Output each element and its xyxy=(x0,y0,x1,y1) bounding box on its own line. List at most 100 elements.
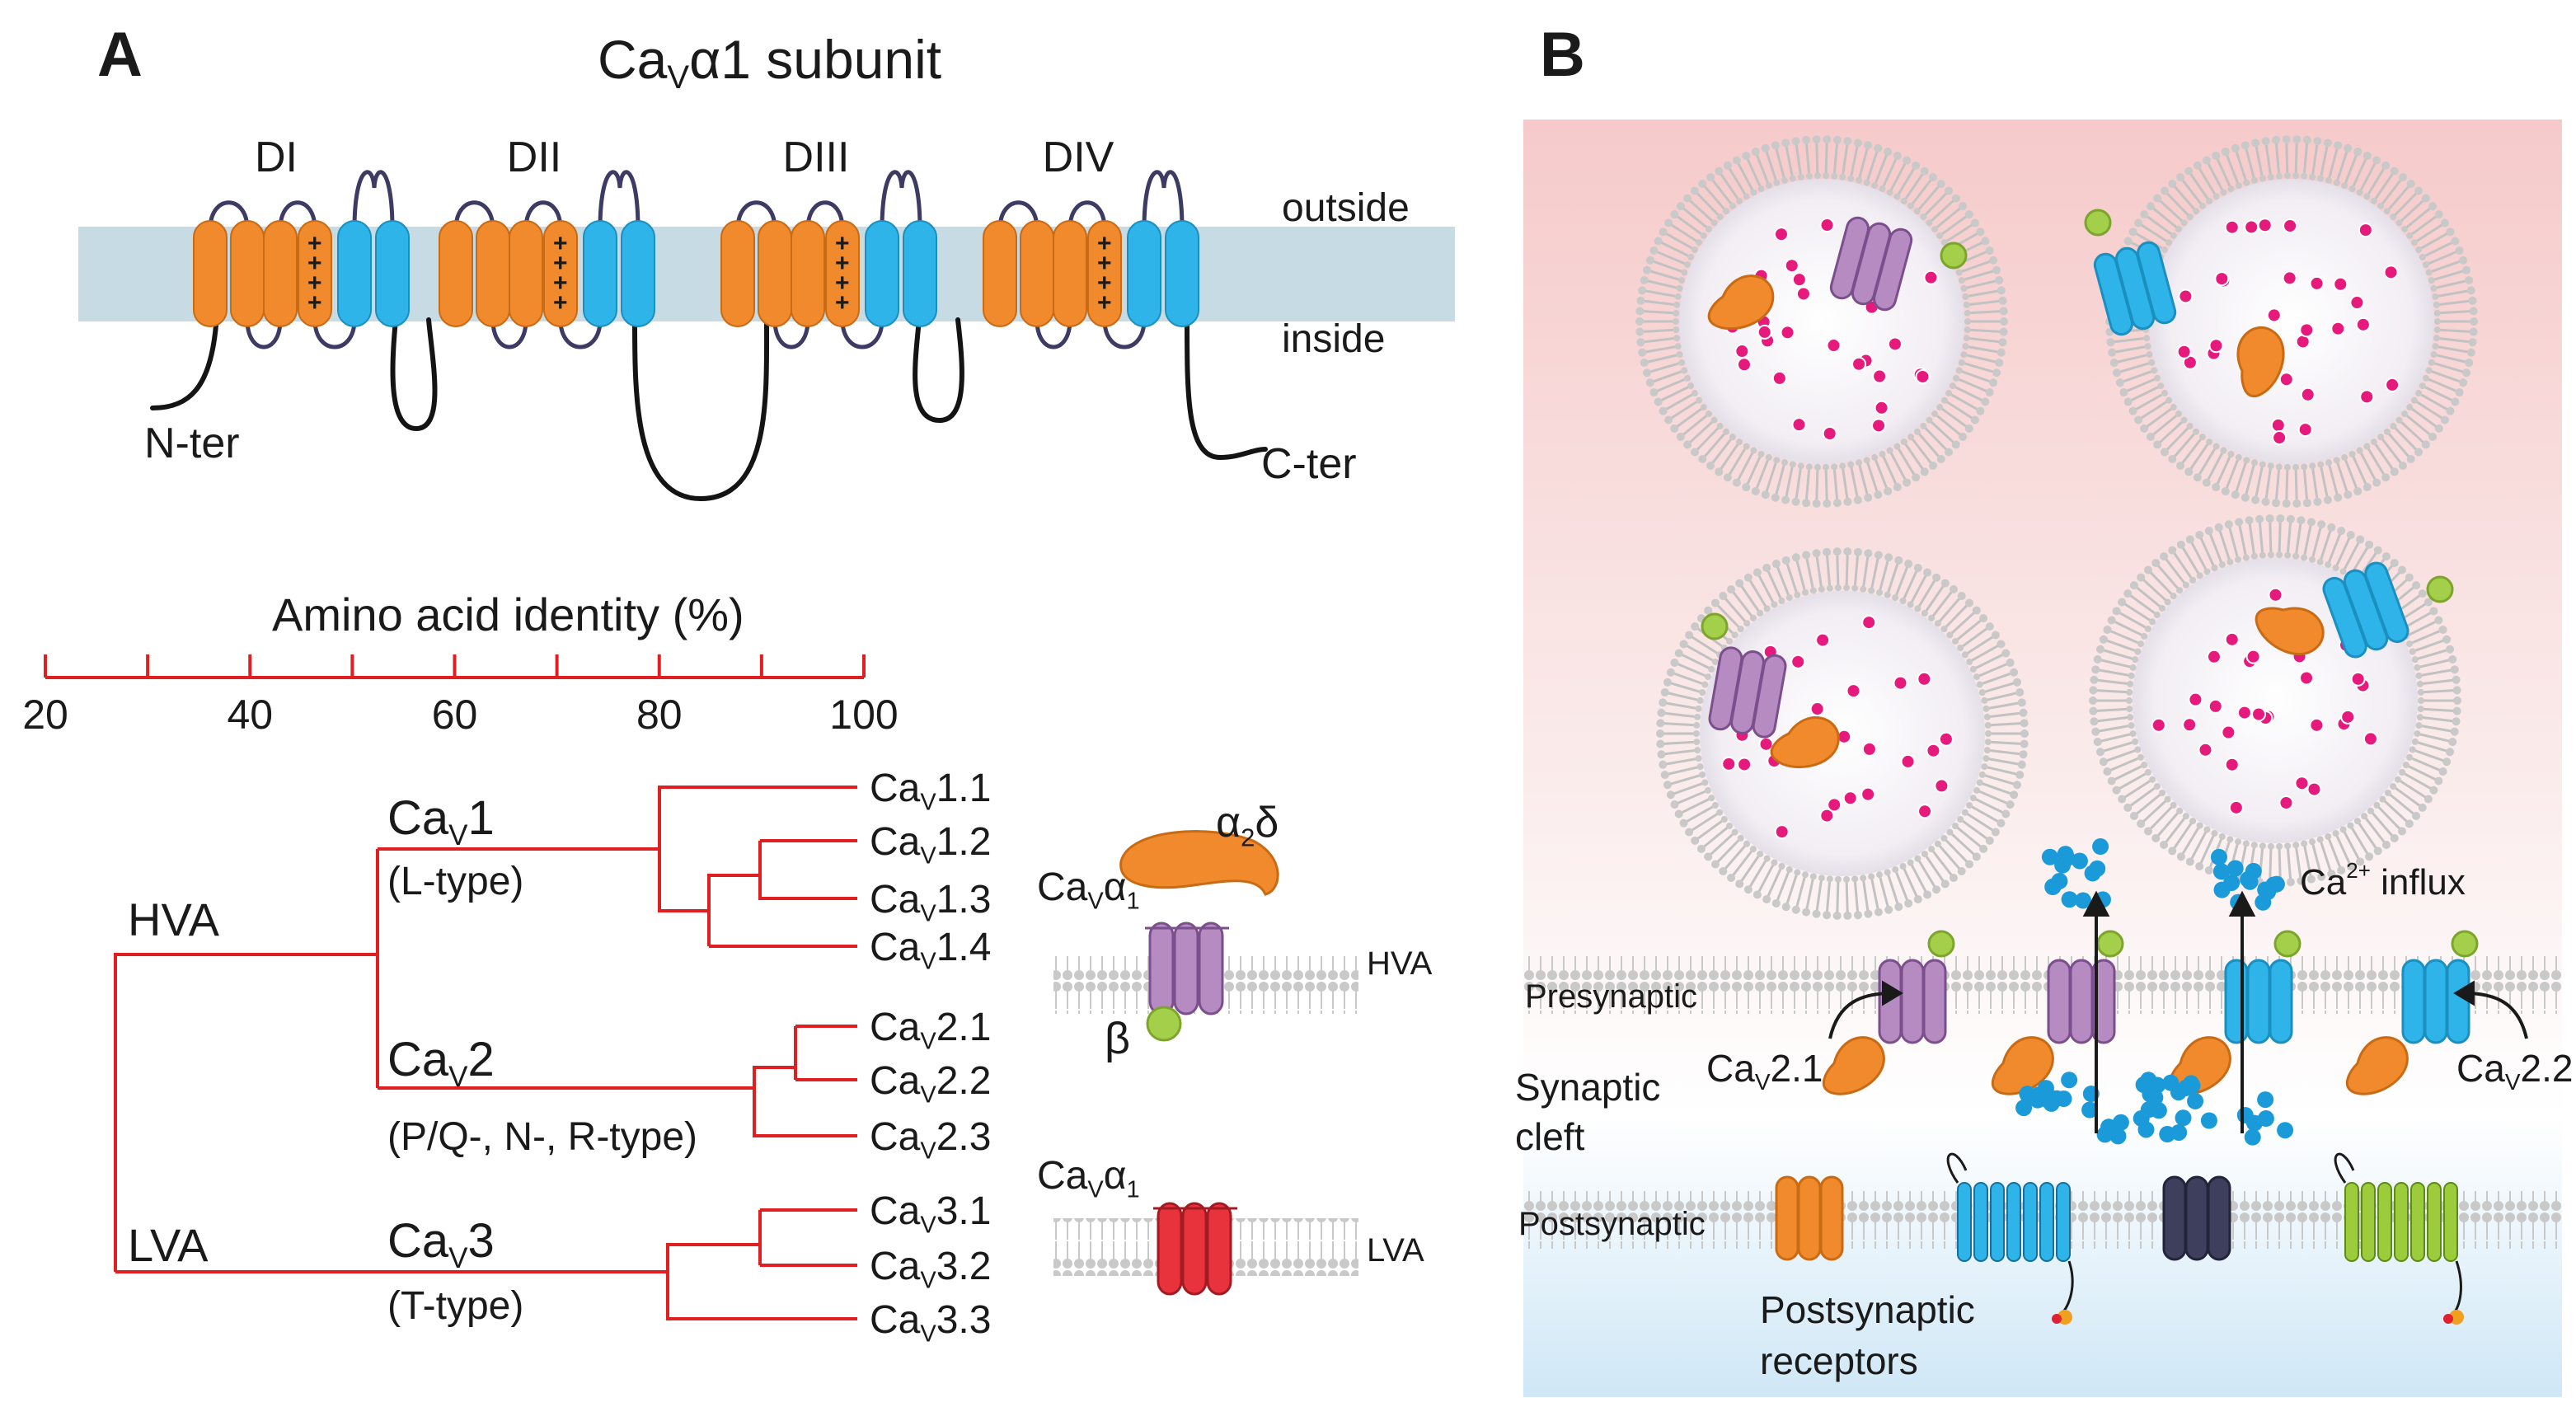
domain-diii: ++++DIII xyxy=(720,134,937,349)
leaf-label: CaV1.4 xyxy=(870,926,991,975)
domain-di: ++++DI xyxy=(193,134,410,349)
ca-influx-label: Ca2+ influx xyxy=(2300,858,2466,903)
postsynaptic-receptor-blue xyxy=(1946,1152,2074,1325)
presynaptic-channel-2 xyxy=(2047,959,2116,1044)
alpha2delta-green-1 xyxy=(1940,242,1968,270)
segment-s5 xyxy=(337,220,372,327)
alpha2delta-green-pre xyxy=(2451,930,2479,958)
panel-b-label: B xyxy=(1540,20,1585,90)
leaf-label: CaV1.2 xyxy=(870,820,991,870)
postsynaptic-receptor-orange xyxy=(1775,1175,1844,1261)
segment-s5 xyxy=(583,220,617,327)
svg-text:+: + xyxy=(553,250,568,277)
hva-scheme-label: HVA xyxy=(1367,945,1433,982)
leaf-label: CaV3.2 xyxy=(870,1245,991,1294)
axis-tick-label: 80 xyxy=(636,692,683,738)
presynaptic-label: Presynaptic xyxy=(1525,978,1697,1015)
alpha1-label-hva: CaVα1 xyxy=(1037,865,1140,915)
leaf-label: CaV2.3 xyxy=(870,1115,991,1165)
termini-loops xyxy=(150,317,1268,502)
segment-s4 xyxy=(825,220,860,327)
segment-s2 xyxy=(758,220,792,327)
domain-label: DIII xyxy=(783,134,850,181)
family-type-3: (T-type) xyxy=(387,1284,523,1328)
domain-groups: ++++DI++++DII++++DIII++++DIV xyxy=(193,134,1199,349)
segment-s6 xyxy=(621,220,655,327)
segment-s1 xyxy=(720,220,755,327)
domain-loops xyxy=(997,170,1185,349)
segment-s1 xyxy=(439,220,473,327)
inside-label: inside xyxy=(1282,317,1385,361)
subunit-title: CaVα1 subunit xyxy=(598,29,941,96)
segment-s2 xyxy=(230,220,265,327)
domain-label: DII xyxy=(507,134,561,181)
segment-s3 xyxy=(1053,220,1087,327)
tree-branch xyxy=(753,1088,857,1137)
postsynaptic-receptor-dark xyxy=(2162,1175,2231,1261)
voltage-sensor-charges: ++++ xyxy=(307,230,322,317)
domain-dii: ++++ DII xyxy=(439,134,655,349)
alpha2delta-green-3 xyxy=(1701,612,1729,640)
alpha2delta-green-4 xyxy=(2426,575,2454,603)
segment-s5 xyxy=(1127,220,1161,327)
alpha2delta-green-pre xyxy=(1927,930,1955,958)
svg-text:+: + xyxy=(307,289,322,317)
dendrogram xyxy=(114,786,857,1320)
segment-s6 xyxy=(903,220,937,327)
segment-s6 xyxy=(375,220,410,327)
beta-label: β xyxy=(1105,1014,1130,1063)
panel-a-label: A xyxy=(97,20,143,90)
svg-text:+: + xyxy=(553,230,568,257)
vesicle-channel-purple-1 xyxy=(1829,216,1913,312)
presynaptic-channel-4 xyxy=(2401,959,2470,1044)
segment-s4 xyxy=(298,220,332,327)
leaf-label: CaV1.1 xyxy=(870,767,991,816)
hva-label: HVA xyxy=(128,893,220,945)
vesicle-membrane xyxy=(1656,547,2029,920)
domain-label: DIV xyxy=(1043,134,1114,181)
presynaptic-membrane xyxy=(1523,956,2562,1014)
alpha2delta-label: α2δ xyxy=(1216,799,1279,851)
domain-loops xyxy=(453,170,640,349)
vesicle-channel-blue-2 xyxy=(2322,561,2409,659)
vesicle-2 xyxy=(2105,135,2478,508)
leaf-label: CaV2.1 xyxy=(870,1006,991,1055)
axis-tick-label: 100 xyxy=(829,692,898,738)
presynaptic-channel-1 xyxy=(1878,959,1947,1044)
leaf-label: CaV3.1 xyxy=(870,1189,991,1239)
tree-branch xyxy=(378,786,857,851)
svg-text:+: + xyxy=(1097,250,1112,277)
lva-alpha1-channel xyxy=(1153,1202,1237,1296)
beta-orange-3 xyxy=(1770,716,1840,769)
family-label-1: CaV1 xyxy=(387,791,495,851)
family-type-1: (L-type) xyxy=(387,860,523,903)
svg-text:+: + xyxy=(835,250,850,277)
vesicle-3 xyxy=(1656,547,2029,920)
svg-text:+: + xyxy=(1097,289,1112,317)
tree-branch xyxy=(114,953,378,1272)
axis-tick-label: 60 xyxy=(432,692,478,738)
hva-alpha1-channel xyxy=(1145,922,1229,1015)
cav22-label: CaV2.2 xyxy=(2456,1047,2573,1095)
vesicle-1 xyxy=(1635,135,2008,508)
voltage-sensor-charges: ++++ xyxy=(1097,230,1112,317)
segment-s2 xyxy=(1020,220,1054,327)
vesicle-channel-blue-1 xyxy=(2093,241,2177,336)
family-label-2: CaV2 xyxy=(387,1033,495,1093)
vesicle-membrane xyxy=(2089,514,2461,887)
beta-orange-4 xyxy=(2255,607,2325,655)
voltage-sensor-charges: ++++ xyxy=(553,230,568,317)
leaf-label: CaV2.2 xyxy=(870,1059,991,1109)
postsynaptic-receptor-green xyxy=(2334,1152,2464,1325)
panel-a: A CaVα1 subunit outside inside N-ter C-t… xyxy=(22,20,1455,1348)
cav21-label: CaV2.1 xyxy=(1706,1047,1823,1095)
domain-loops xyxy=(735,170,922,349)
identity-axis-title: Amino acid identity (%) xyxy=(272,589,744,640)
segment-s3 xyxy=(509,220,543,327)
segment-s3 xyxy=(791,220,825,327)
